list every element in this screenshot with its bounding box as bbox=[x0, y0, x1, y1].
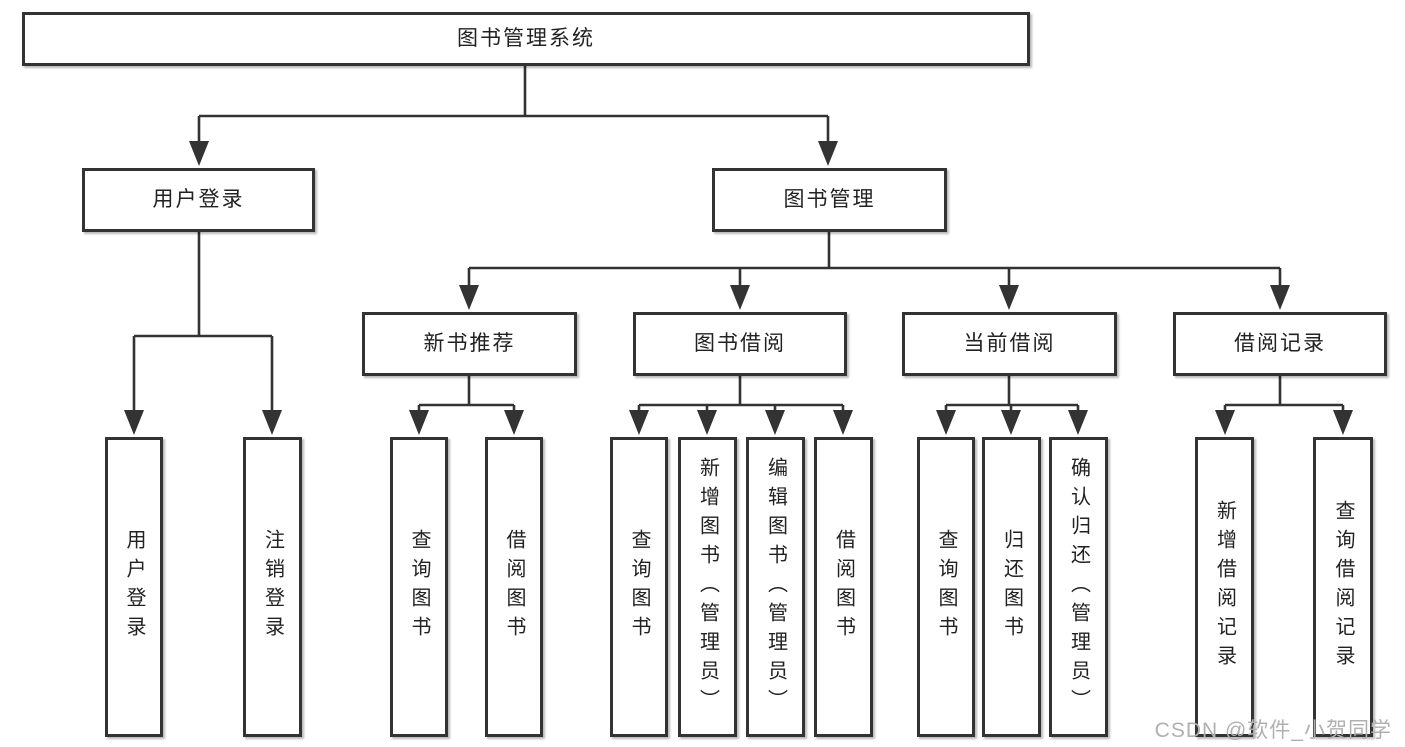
arrowheads bbox=[124, 141, 1353, 435]
leaf-user-login: 用户登录 bbox=[105, 437, 163, 737]
leaf-current-return-book: 归还图书 bbox=[982, 437, 1041, 737]
node-current-borrowing: 当前借阅 bbox=[902, 312, 1117, 376]
node-book-management: 图书管理 bbox=[712, 168, 947, 232]
node-book-borrowing: 图书借阅 bbox=[633, 312, 847, 376]
node-label: 借阅图书 bbox=[832, 529, 855, 645]
node-label: 编辑图书（管理员） bbox=[764, 456, 787, 718]
node-label: 图书借阅 bbox=[694, 332, 786, 356]
node-borrowing-records: 借阅记录 bbox=[1173, 312, 1387, 376]
leaf-borrow-edit-book-admin: 编辑图书（管理员） bbox=[746, 437, 805, 737]
leaf-borrow-add-book-admin: 新增图书（管理员） bbox=[678, 437, 737, 737]
node-label: 归还图书 bbox=[1000, 529, 1023, 645]
node-new-book-recommendation: 新书推荐 bbox=[362, 312, 577, 376]
node-label: 用户登录 bbox=[123, 529, 145, 645]
node-label: 借阅记录 bbox=[1234, 332, 1326, 356]
node-label: 新增图书（管理员） bbox=[696, 456, 719, 718]
leaf-recommend-borrow-book: 借阅图书 bbox=[485, 437, 543, 737]
node-label: 查询图书 bbox=[935, 529, 957, 645]
leaf-borrow-borrow-book: 借阅图书 bbox=[814, 437, 873, 737]
node-user-login: 用户登录 bbox=[82, 168, 315, 232]
node-label: 确认归还（管理员） bbox=[1067, 456, 1090, 718]
node-label: 查询借阅记录 bbox=[1332, 500, 1354, 674]
node-label: 查询图书 bbox=[408, 529, 430, 645]
node-label: 图书管理系统 bbox=[457, 27, 595, 51]
leaf-current-query-book: 查询图书 bbox=[917, 437, 975, 737]
leaf-logout-login: 注销登录 bbox=[243, 437, 302, 737]
node-label: 查询图书 bbox=[628, 529, 650, 645]
leaf-recommend-query-book: 查询图书 bbox=[390, 437, 448, 737]
node-label: 注销登录 bbox=[261, 529, 284, 645]
node-label: 新书推荐 bbox=[423, 332, 516, 356]
node-label: 用户登录 bbox=[152, 188, 245, 212]
leaf-borrow-query-book: 查询图书 bbox=[610, 437, 668, 737]
node-label: 借阅图书 bbox=[503, 529, 525, 645]
leaf-current-confirm-return-admin: 确认归还（管理员） bbox=[1049, 437, 1108, 737]
node-label: 图书管理 bbox=[783, 188, 876, 212]
csdn-watermark: CSDN @软件_小贺同学 bbox=[1154, 719, 1392, 742]
node-label: 当前借阅 bbox=[963, 332, 1056, 356]
leaf-records-query-record: 查询借阅记录 bbox=[1313, 437, 1373, 737]
node-label: 新增借阅记录 bbox=[1213, 500, 1236, 674]
node-library-management-system: 图书管理系统 bbox=[22, 12, 1030, 66]
leaf-records-add-record: 新增借阅记录 bbox=[1195, 437, 1254, 737]
